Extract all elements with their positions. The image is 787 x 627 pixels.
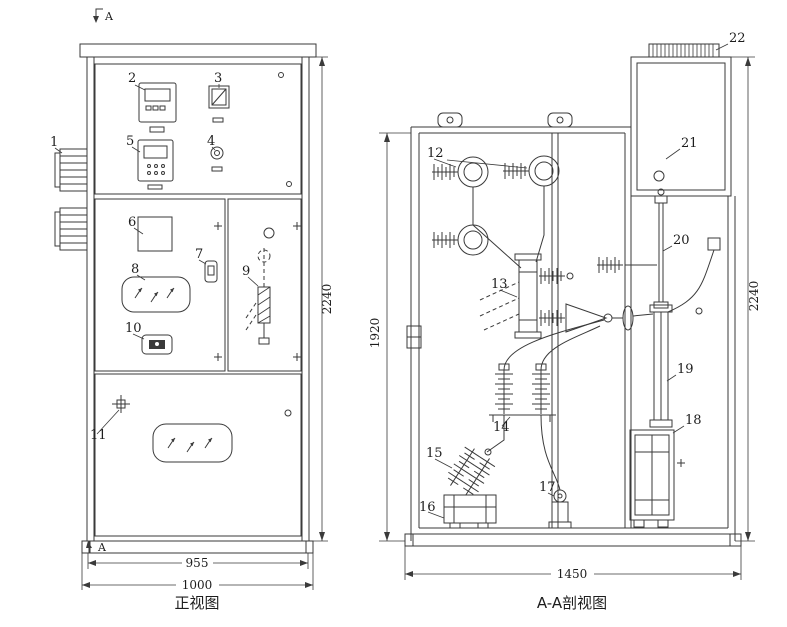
dim-front-height-text: 2240 bbox=[320, 284, 334, 315]
interlock-mechanism-9 bbox=[245, 248, 271, 345]
part-label-19: 19 bbox=[677, 362, 694, 377]
section-cut-marker-top bbox=[93, 8, 103, 23]
latch-7 bbox=[204, 260, 218, 283]
lifting-lug bbox=[437, 112, 463, 128]
part-label-18: 18 bbox=[685, 413, 702, 428]
front-view-title: 正视图 bbox=[174, 594, 219, 612]
part-label-4: 4 bbox=[207, 134, 215, 149]
middle-right-door bbox=[227, 198, 302, 372]
part-label-20: 20 bbox=[673, 233, 690, 248]
front-part-labels: 1 2 3 4 5 6 7 8 9 10 11 A A 2240 955 100… bbox=[50, 10, 334, 612]
nameplate-6 bbox=[137, 216, 173, 252]
part-label-8: 8 bbox=[131, 262, 139, 277]
section-part-labels: 12 13 14 15 16 17 18 19 20 21 22 1920 22… bbox=[368, 31, 761, 612]
instrument-door bbox=[94, 63, 302, 195]
part-label-13: 13 bbox=[491, 277, 508, 292]
part-label-10: 10 bbox=[125, 321, 142, 336]
bottom-door bbox=[94, 373, 302, 537]
wall-bushings-12 bbox=[432, 156, 559, 255]
mechanism-box-18 bbox=[629, 429, 686, 528]
circuit-breaker-13 bbox=[479, 253, 613, 339]
inspection-window-8 bbox=[121, 276, 191, 313]
dim-front-height bbox=[309, 56, 328, 542]
section-marker-top-label: A bbox=[104, 10, 114, 23]
indicator-3 bbox=[208, 85, 230, 123]
section-cut-marker-bottom bbox=[86, 541, 96, 554]
part-label-3: 3 bbox=[214, 71, 222, 86]
dim-section-width-text: 1450 bbox=[557, 567, 588, 581]
middle-left-door bbox=[94, 198, 226, 372]
section-view bbox=[379, 43, 755, 580]
section-view-title: A-A剖视图 bbox=[537, 594, 607, 612]
part-label-15: 15 bbox=[426, 446, 443, 461]
arrester-15 bbox=[442, 443, 498, 529]
inspection-window-bottom bbox=[152, 423, 233, 463]
handle-11 bbox=[112, 395, 130, 413]
lock-10 bbox=[141, 334, 173, 355]
meter-2 bbox=[138, 82, 177, 133]
current-transformers-14 bbox=[489, 363, 556, 422]
section-marker-bottom-label: A bbox=[97, 541, 107, 554]
relay-cabinet-21 bbox=[630, 43, 732, 197]
cable-gland-lower bbox=[54, 207, 88, 251]
part-label-1: 1 bbox=[50, 135, 58, 150]
vent-22 bbox=[648, 43, 720, 58]
part-label-5: 5 bbox=[126, 134, 134, 149]
operating-rod-20 bbox=[596, 188, 669, 309]
dim-section-inner-height-text: 1920 bbox=[368, 318, 382, 349]
cable-gland-upper bbox=[54, 148, 88, 192]
dim-front-outer-width-text: 1000 bbox=[182, 578, 213, 592]
front-cabinet-shell bbox=[79, 43, 317, 554]
dim-section-total-height-text: 2240 bbox=[747, 281, 761, 312]
button-4 bbox=[210, 146, 224, 172]
lifting-lug bbox=[547, 112, 573, 128]
part-label-17: 17 bbox=[539, 480, 556, 495]
dim-front-inner-width bbox=[87, 553, 309, 569]
dim-section-total-height bbox=[731, 56, 755, 542]
dim-front-outer-width bbox=[81, 553, 314, 590]
part-label-11: 11 bbox=[90, 428, 107, 443]
meter-5 bbox=[137, 139, 174, 190]
part-label-2: 2 bbox=[128, 71, 136, 86]
section-shell bbox=[404, 112, 742, 547]
front-leader-lines bbox=[54, 84, 259, 435]
part-label-6: 6 bbox=[128, 215, 136, 230]
earthing-linkage bbox=[667, 237, 721, 315]
part-label-9: 9 bbox=[242, 264, 250, 279]
part-label-14: 14 bbox=[493, 420, 510, 435]
dim-section-inner-height bbox=[379, 132, 411, 542]
dim-section-width bbox=[404, 546, 742, 580]
part-label-22: 22 bbox=[729, 31, 746, 46]
dim-front-inner-width-text: 955 bbox=[186, 556, 209, 570]
part-label-12: 12 bbox=[427, 146, 444, 161]
part-label-21: 21 bbox=[681, 136, 698, 151]
bus-wiring bbox=[472, 186, 654, 491]
part-label-7: 7 bbox=[195, 247, 203, 262]
pull-rod-19 bbox=[649, 304, 673, 428]
front-view bbox=[54, 8, 328, 590]
part-label-16: 16 bbox=[419, 500, 436, 515]
section-leader-lines bbox=[427, 43, 729, 519]
